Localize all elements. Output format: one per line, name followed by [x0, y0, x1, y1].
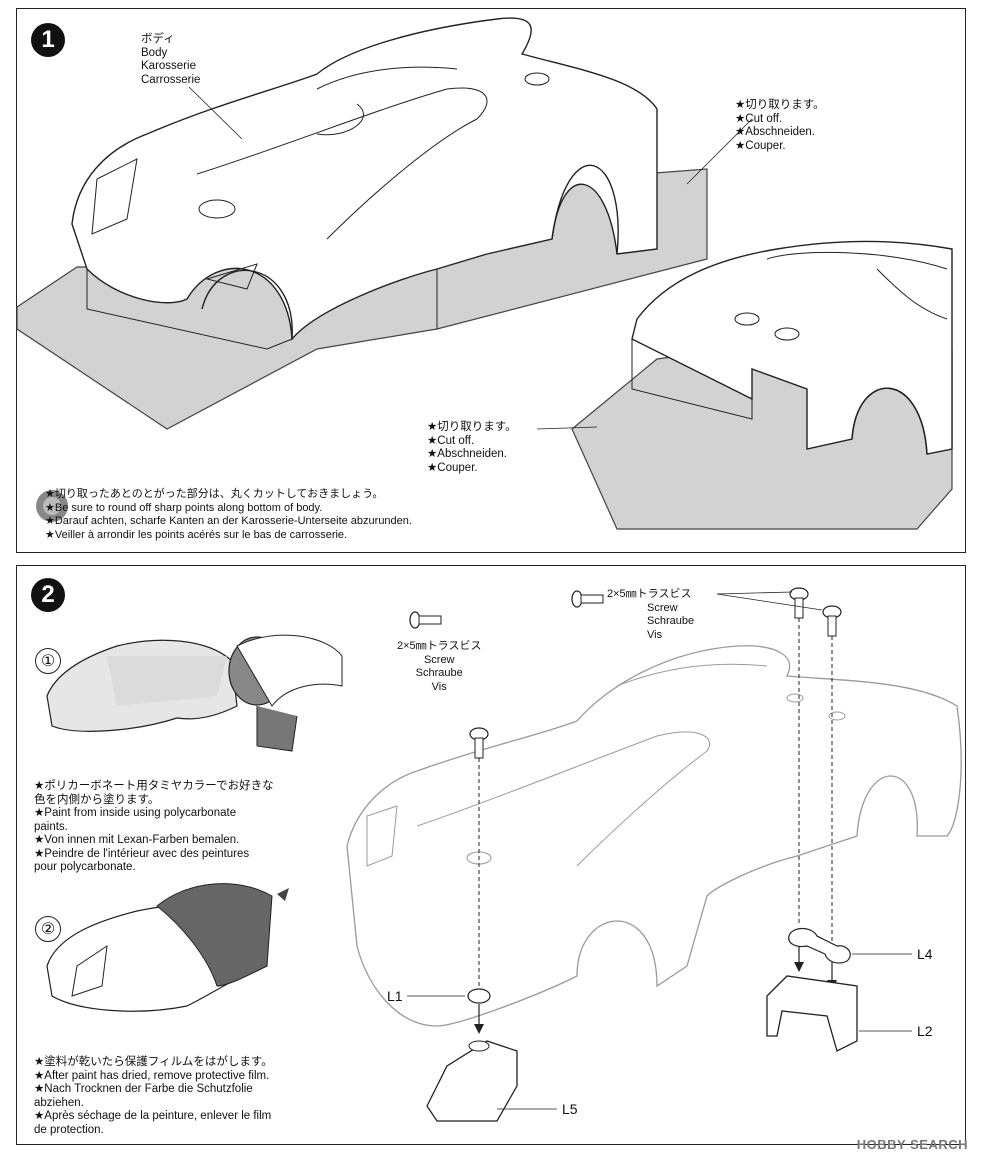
screw-label-left: 2×5㎜トラスビス Screw Schraube Vis	[397, 640, 482, 693]
assembly-drawing	[46, 587, 962, 1122]
step-2-panel: 2 ① ②	[16, 565, 966, 1145]
part-label-l1: L1	[387, 988, 403, 1004]
screw-icon	[409, 611, 442, 629]
step-number: 1	[31, 23, 65, 57]
watermark: HOBBY SEARCH	[856, 1137, 968, 1152]
cut-off-label-bottom: ★切り取ります。 ★Cut off. ★Abschneiden. ★Couper…	[427, 421, 517, 474]
step-number: 2	[31, 578, 65, 612]
screw-label-right: 2×5㎜トラスビス Screw Schraube Vis	[607, 588, 695, 641]
film-note: ★塗料が乾いたら保護フィルムをはがします。 ★After paint has d…	[34, 1056, 273, 1136]
round-off-note: ★切り取ったあとのとがった部分は、丸くカットしておきましょう。 ★Be sure…	[45, 488, 412, 541]
body-drawing	[16, 17, 953, 530]
sub-step-2-number: ②	[35, 916, 61, 942]
cut-off-label-top: ★切り取ります。 ★Cut off. ★Abschneiden. ★Couper…	[735, 99, 825, 152]
part-label-l2: L2	[917, 1023, 933, 1039]
paint-note: ★ポリカーボネート用タミヤカラーでお好きな 色を内側から塗ります。 ★Paint…	[34, 780, 274, 873]
sub-step-1-number: ①	[35, 648, 61, 674]
step-1-panel: 1 ボディ Body Karosse	[16, 8, 966, 553]
part-label-l5: L5	[562, 1101, 578, 1117]
body-label: ボディ Body Karosserie Carrosserie	[141, 33, 201, 86]
part-label-l4: L4	[917, 946, 933, 962]
